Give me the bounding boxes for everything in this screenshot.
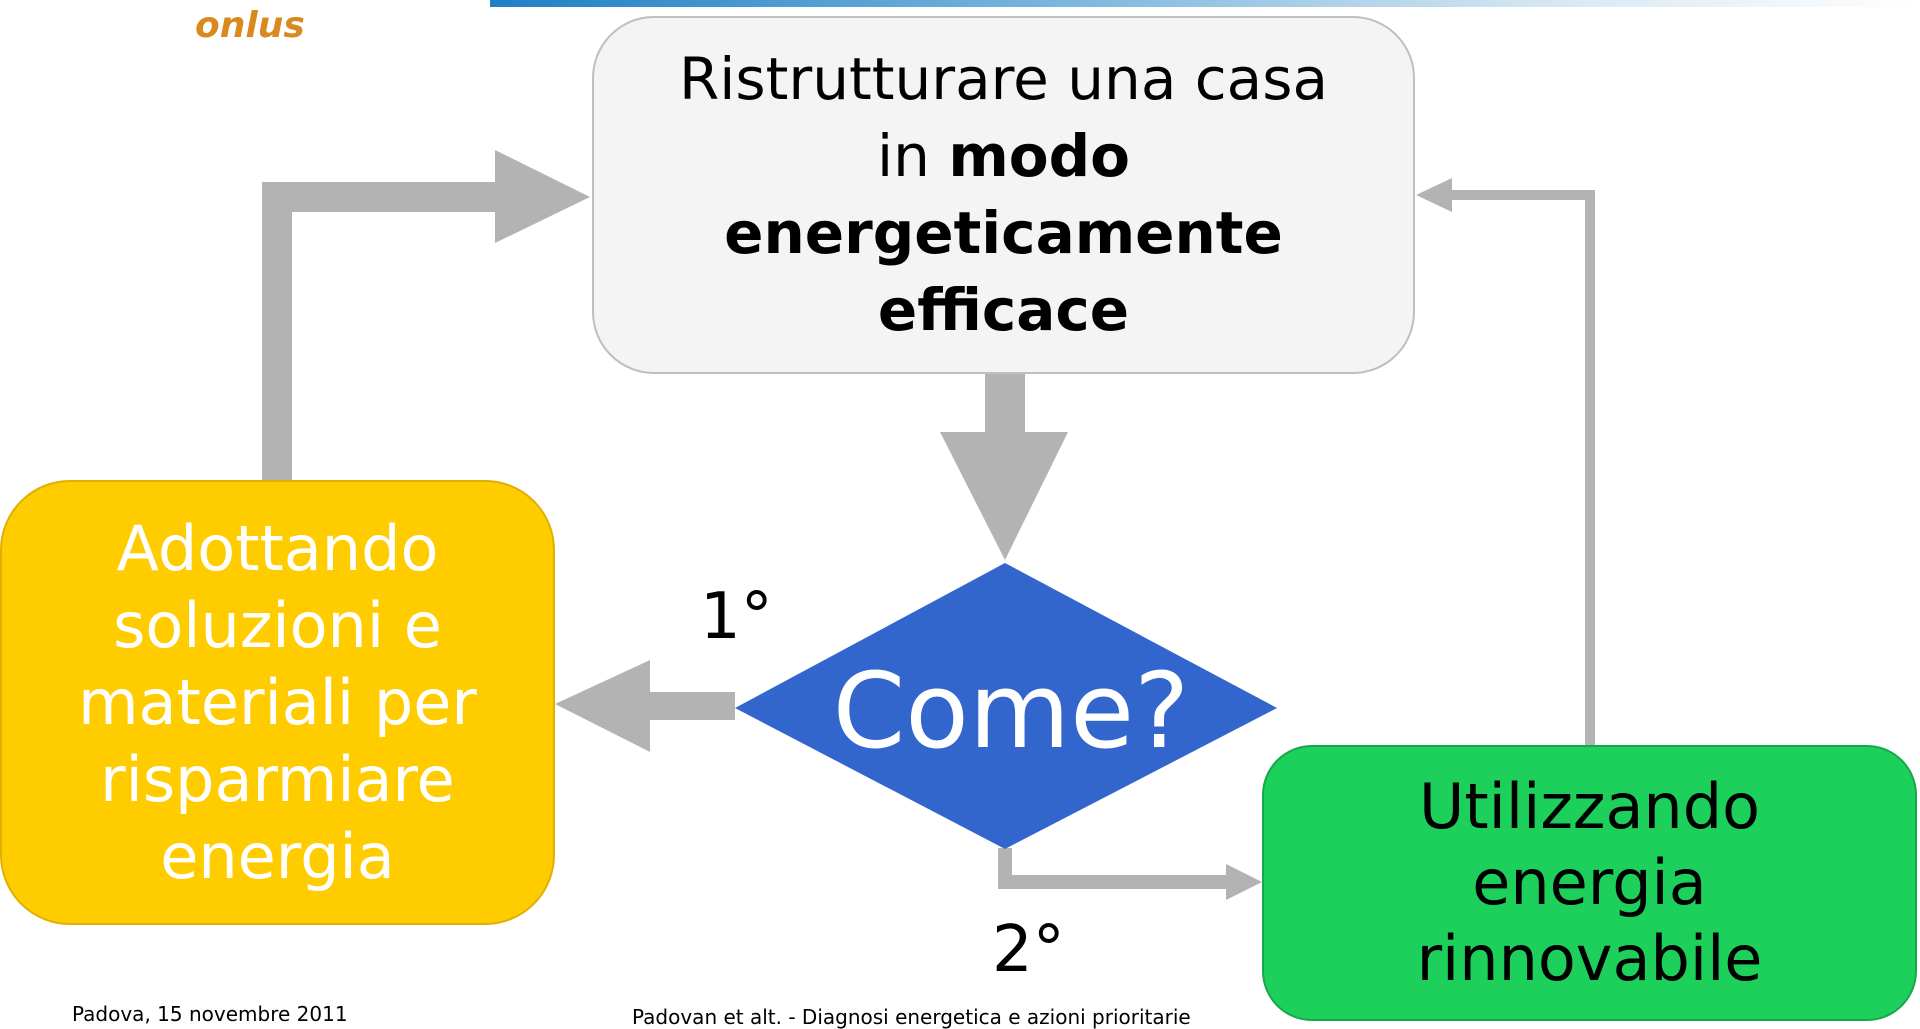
left-line-3: materiali per <box>78 666 477 739</box>
top-line-1: Ristrutturare una casa <box>679 45 1328 113</box>
right-line-2: energia <box>1472 846 1707 919</box>
decision-label: Come? <box>832 650 1190 772</box>
arrow-left-to-top-head <box>495 150 590 243</box>
left-line-1: Adottando <box>116 512 439 585</box>
arrow-top-to-decision-shaft <box>985 374 1025 434</box>
arrow-top-to-decision-head <box>940 432 1068 560</box>
left-line-5: energia <box>160 820 395 893</box>
arrow-decision-to-right-head <box>1226 864 1262 900</box>
arrow-decision-to-right <box>998 848 1232 889</box>
logo: energetica onlus <box>110 0 430 62</box>
top-line-2-bold: modo <box>948 122 1130 190</box>
arrow-left-to-top <box>262 182 500 480</box>
top-line-2: in modo <box>679 118 1328 195</box>
edge-label-second: 2° <box>992 913 1065 987</box>
logo-text-sub: onlus <box>195 5 305 46</box>
left-line-2: soluzioni e <box>113 589 442 662</box>
footer-date: Padova, 15 novembre 2011 <box>72 1002 348 1026</box>
right-line-1: Utilizzando <box>1418 770 1761 843</box>
arrow-right-to-top <box>1450 190 1595 745</box>
arrow-right-to-top-head <box>1416 178 1452 212</box>
box-renovate-house: Ristrutturare una casa in modo energetic… <box>592 16 1415 374</box>
decision-diamond <box>735 563 1277 849</box>
right-line-3: rinnovabile <box>1416 922 1763 995</box>
box-energy-saving-solutions: Adottando soluzioni e materiali per risp… <box>0 480 555 925</box>
arrow-decision-to-left-head <box>555 660 650 752</box>
top-line-4: efficace <box>877 276 1130 344</box>
left-line-4: risparmiare <box>100 743 455 816</box>
edge-label-first: 1° <box>700 580 773 654</box>
header-bar <box>490 0 1920 7</box>
footer-citation: Padovan et alt. - Diagnosi energetica e … <box>632 1005 1191 1029</box>
top-line-2-prefix: in <box>877 122 949 190</box>
top-line-3: energeticamente <box>724 199 1283 267</box>
box-renewable-energy: Utilizzando energia rinnovabile <box>1262 745 1917 1021</box>
arrow-decision-to-left-shaft <box>645 692 735 720</box>
